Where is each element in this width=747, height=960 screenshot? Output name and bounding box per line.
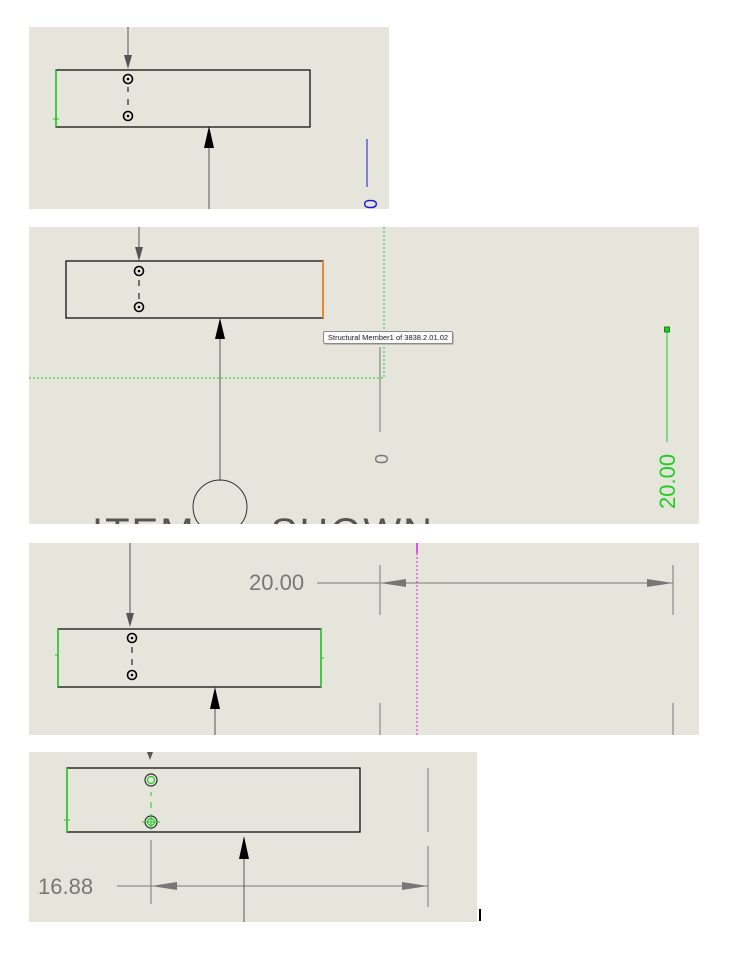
structural-member-outline[interactable] <box>65 260 324 319</box>
arrow-head-up <box>239 836 249 859</box>
drawing-view-3[interactable]: 20.00 <box>29 543 699 735</box>
hole-symbol-bottom[interactable] <box>122 110 134 122</box>
dimension-arrow-left <box>380 579 406 587</box>
drawing-canvas-2[interactable] <box>29 227 699 524</box>
structural-member-outline[interactable] <box>66 767 361 833</box>
hole-symbol-bottom[interactable] <box>126 669 138 681</box>
arrow-head-up <box>210 687 220 709</box>
dimension-value[interactable]: 0 <box>372 453 392 464</box>
text-cursor <box>479 909 481 921</box>
arrow-head-up <box>204 126 214 148</box>
drawing-view-1[interactable]: 0 <box>29 27 389 209</box>
hole-symbol-bottom[interactable] <box>142 814 160 830</box>
dimension-arrow-right <box>647 579 673 587</box>
dimension-arrow-right <box>402 882 428 890</box>
balloon-circle[interactable] <box>192 479 248 524</box>
dimension-arrow-left <box>151 882 177 890</box>
dimension-value[interactable]: 0 <box>361 198 381 209</box>
note-text[interactable]: ITEM SHOWN <box>92 511 434 524</box>
drawing-view-2[interactable]: Structural Member1 of 3838.2.01.02 0 20.… <box>29 227 699 524</box>
hole-symbol-top[interactable] <box>122 73 134 85</box>
arrow-head-down <box>147 752 153 760</box>
structural-member-outline[interactable] <box>57 628 322 688</box>
hole-symbol-top[interactable] <box>144 773 158 787</box>
hole-symbol-top[interactable] <box>133 265 145 277</box>
drag-handle[interactable] <box>664 326 670 333</box>
drawing-canvas-4[interactable] <box>29 752 477 922</box>
drawing-view-4[interactable]: 16.88 <box>29 752 477 922</box>
drawing-canvas-3[interactable] <box>29 543 699 735</box>
arrow-head-down <box>124 55 132 69</box>
entity-tooltip: Structural Member1 of 3838.2.01.02 <box>323 331 454 344</box>
arrow-head-down <box>126 613 134 627</box>
structural-member-outline[interactable] <box>55 69 311 128</box>
arrow-head-down <box>135 247 143 261</box>
drawing-canvas-1[interactable] <box>29 27 389 209</box>
dimension-value[interactable]: 16.88 <box>38 874 94 899</box>
arrow-head-up <box>215 318 225 339</box>
hole-symbol-bottom[interactable] <box>133 301 145 313</box>
hole-symbol-top[interactable] <box>126 632 138 644</box>
preview-dimension-value[interactable]: 20.00 <box>655 453 680 509</box>
dimension-value[interactable]: 20.00 <box>249 570 305 595</box>
